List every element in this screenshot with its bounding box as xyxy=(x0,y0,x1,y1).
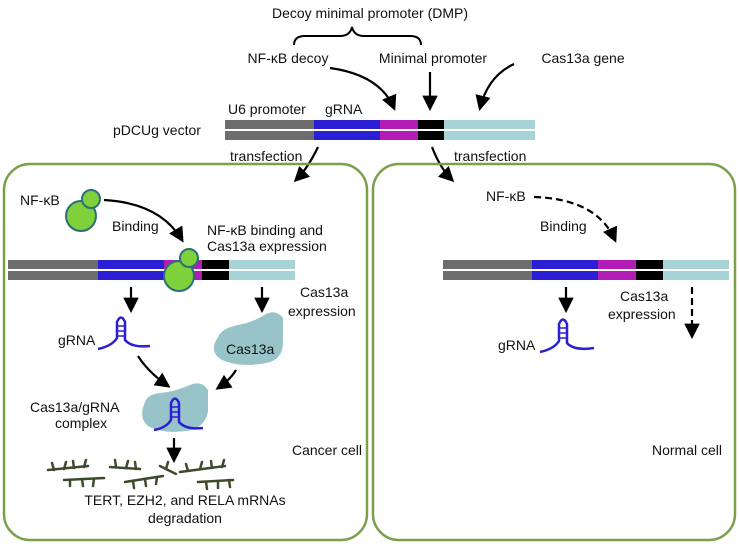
pdcug-vector xyxy=(225,120,535,140)
nfkb-decoy-label: NF-κB decoy xyxy=(248,50,329,66)
cancer-grna-label: gRNA xyxy=(58,332,96,348)
cancer-cell-label: Cancer cell xyxy=(292,442,362,458)
arrow-transfection-left xyxy=(293,146,319,183)
bound-nfkb-protein xyxy=(163,248,199,292)
degraded-mrna-fragments xyxy=(46,458,235,491)
mrna-label-line1: TERT, EZH2, and RELA mRNAs xyxy=(84,492,285,508)
cancer-cas13a-protein xyxy=(213,312,283,365)
arrow-cas13a-to-complex xyxy=(215,369,237,390)
normal-cas13a-expr-line1: Cas13a xyxy=(620,288,668,304)
cancer-vector xyxy=(8,260,295,280)
normal-grna-label: gRNA xyxy=(498,337,536,353)
arrow-nfkb-decoy xyxy=(329,66,397,111)
transfection-left-label: transfection xyxy=(230,148,302,164)
arrow-cancer-binding xyxy=(103,198,184,243)
grna-top-label: gRNA xyxy=(325,101,363,117)
cancer-grna-molecule xyxy=(97,316,151,351)
cancer-nfkb-protein xyxy=(65,189,101,232)
arrow-cas13a-gene xyxy=(475,63,515,111)
cancer-cas13a-expr-line2: expression xyxy=(288,303,356,319)
normal-nfkb-label: NF-κB xyxy=(486,188,526,204)
mrna-label-line2: degradation xyxy=(148,510,222,526)
dmp-title: Decoy minimal promoter (DMP) xyxy=(272,5,468,21)
normal-grna-molecule xyxy=(539,318,595,354)
normal-cell-label: Normal cell xyxy=(652,442,722,458)
dmp-brace xyxy=(293,26,422,46)
complex-label-line1: Cas13a/gRNA xyxy=(30,399,120,415)
arrow-grna-to-complex xyxy=(137,355,171,388)
arrow-normal-binding-dashed xyxy=(533,195,618,243)
cancer-binding-expr-line2: Cas13a expression xyxy=(207,238,327,254)
cancer-cas13a-expr-line1: Cas13a xyxy=(300,284,348,300)
normal-cas13a-expr-line2: expression xyxy=(608,306,676,322)
arrow-transfection-right xyxy=(430,146,455,183)
vector-name-label: pDCUg vector xyxy=(113,122,201,138)
cas13a-gene-label: Cas13a gene xyxy=(541,50,625,66)
u6-promoter-label: U6 promoter xyxy=(228,101,306,117)
transfection-right-label: transfection xyxy=(454,148,526,164)
minimal-promoter-label: Minimal promoter xyxy=(379,50,487,66)
normal-vector xyxy=(443,260,729,280)
complex-label-line2: complex xyxy=(55,415,107,431)
cancer-nfkb-label: NF-κB xyxy=(20,192,60,208)
cancer-cas13a-label: Cas13a xyxy=(226,341,274,357)
normal-binding-label: Binding xyxy=(540,218,587,234)
cancer-binding-label: Binding xyxy=(112,218,159,234)
normal-cell-box xyxy=(371,162,737,542)
cancer-binding-expr-line1: NF-κB binding and xyxy=(207,222,323,238)
cancer-cell-box xyxy=(2,162,369,542)
complex-grna-molecule xyxy=(153,397,204,432)
